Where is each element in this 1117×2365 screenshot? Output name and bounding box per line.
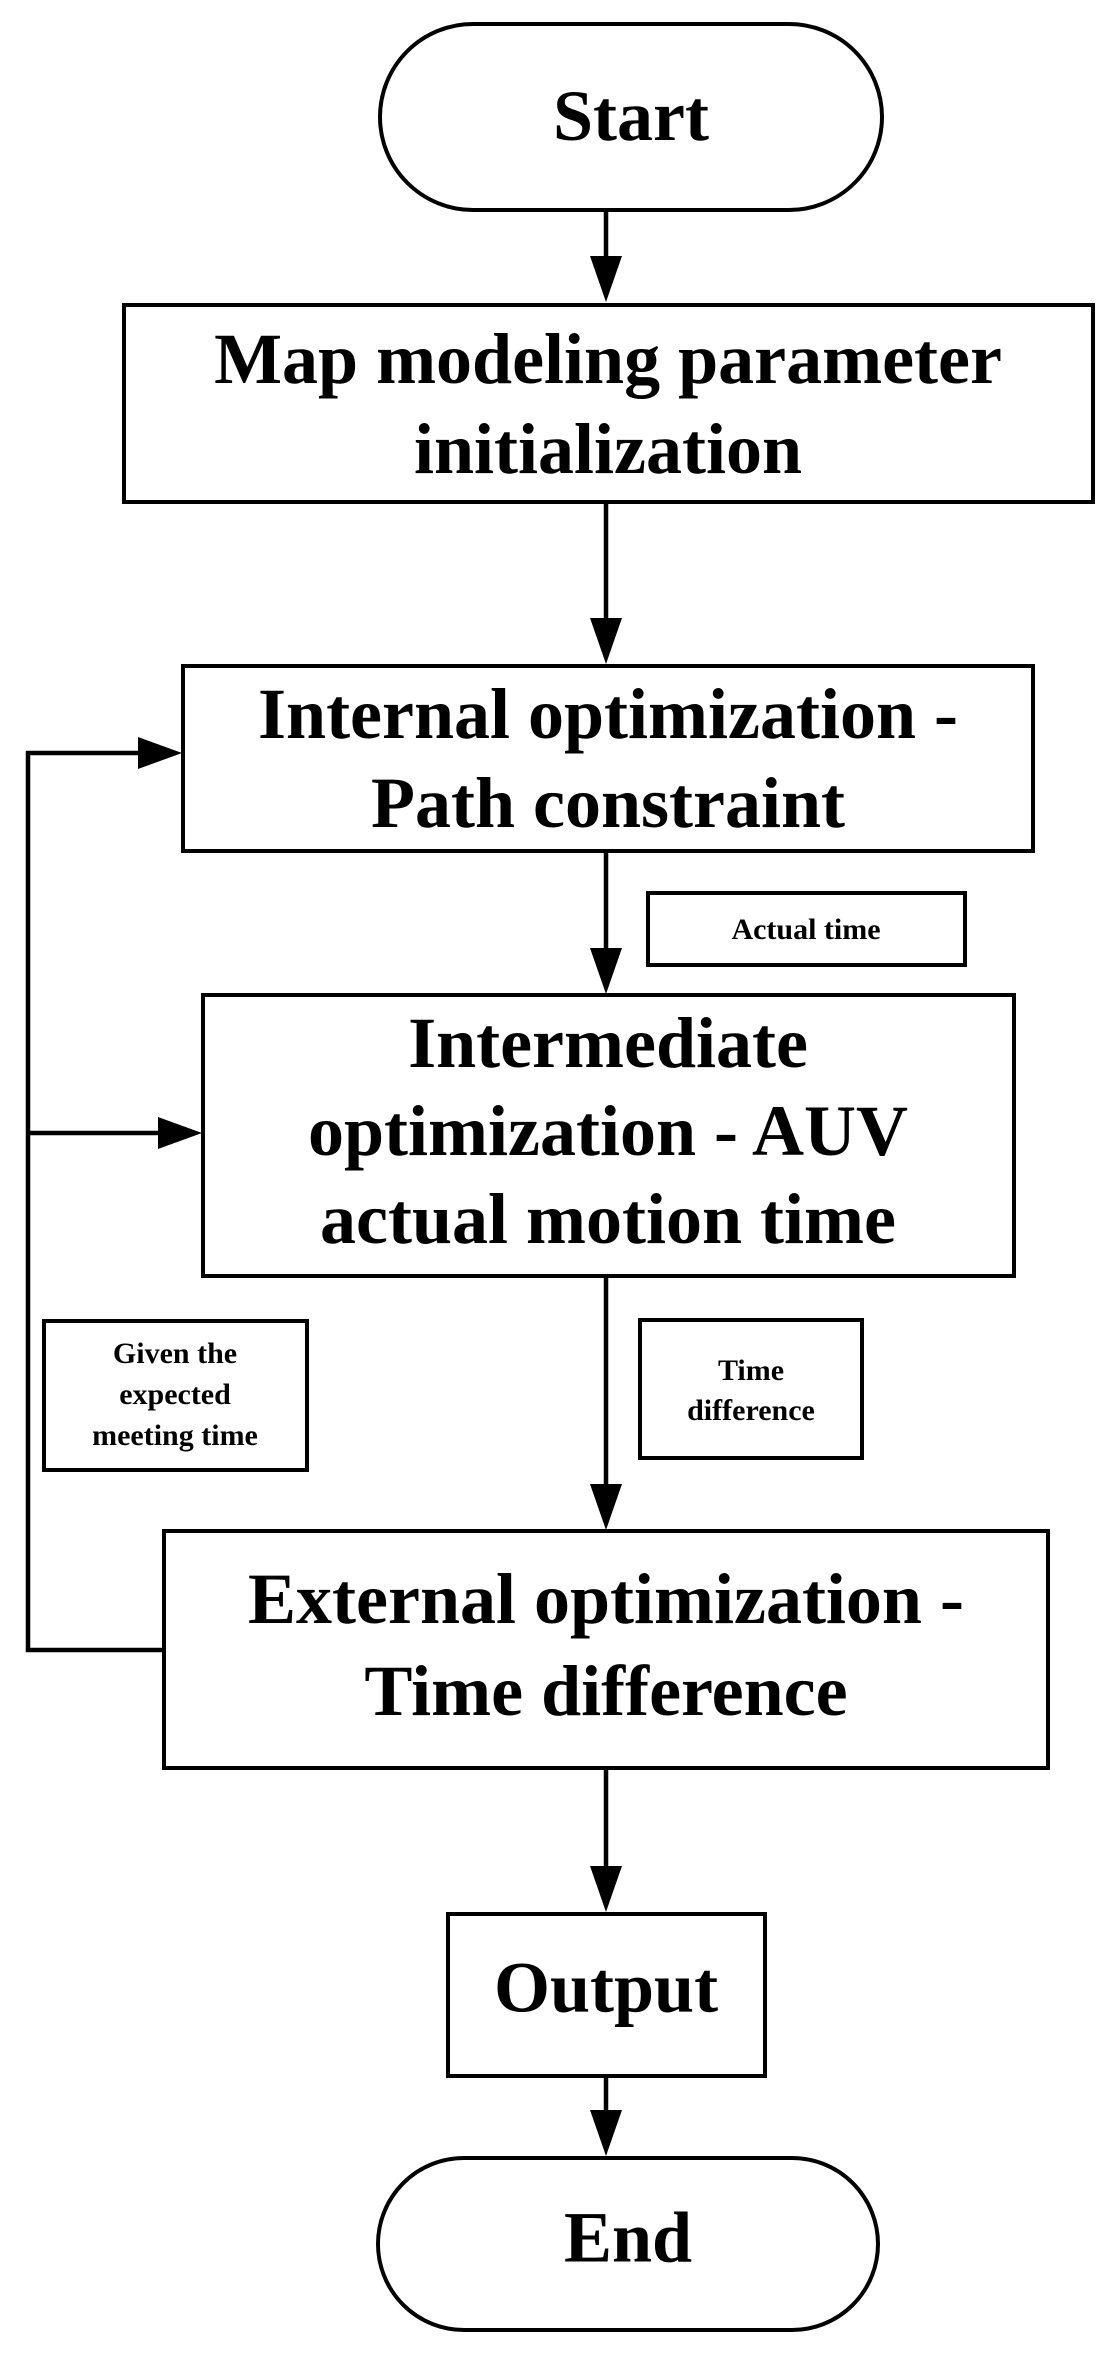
output-box: Output	[446, 1912, 767, 2078]
actual-time-label: Actual time	[731, 913, 880, 946]
map-init-box: Map modeling parameter initialization	[122, 303, 1095, 504]
internal-line-1: Internal optimization -	[258, 674, 958, 754]
end-label: End	[564, 2198, 692, 2278]
arrow-intermediate-to-external	[590, 1276, 622, 1530]
external-optimization-box: External optimization - Time difference	[162, 1529, 1050, 1770]
arrow-start-to-map	[590, 210, 622, 302]
arrow-internal-to-intermediate	[590, 851, 622, 994]
intermediate-line-3: actual motion time	[320, 1179, 896, 1259]
time-diff-note-line-2: difference	[687, 1394, 815, 1427]
time-diff-note-line-1: Time	[718, 1354, 784, 1387]
intermediate-line-1: Intermediate	[408, 1003, 808, 1083]
intermediate-line-2: optimization - AUV	[308, 1091, 908, 1171]
intermediate-optimization-box: Intermediate optimization - AUV actual m…	[201, 993, 1016, 1278]
feedback-loop	[25, 737, 202, 1653]
given-line-2: expected	[119, 1378, 231, 1411]
external-line-2: Time difference	[364, 1651, 847, 1731]
start-label: Start	[553, 76, 709, 156]
arrow-output-to-end	[590, 2076, 622, 2156]
internal-line-2: Path constraint	[371, 763, 845, 843]
given-line-3: meeting time	[92, 1419, 258, 1452]
actual-time-note: Actual time	[646, 891, 967, 967]
given-line-1: Given the	[113, 1337, 237, 1370]
end-node: End	[376, 2156, 880, 2332]
arrow-map-to-internal	[590, 502, 622, 664]
internal-optimization-box: Internal optimization - Path constraint	[181, 664, 1035, 853]
output-label: Output	[494, 1948, 718, 2028]
external-line-1: External optimization -	[248, 1559, 964, 1639]
map-init-line-2: initialization	[414, 409, 802, 489]
start-node: Start	[378, 22, 884, 212]
arrow-external-to-output	[590, 1768, 622, 1912]
time-difference-note: Time difference	[638, 1318, 864, 1460]
given-meeting-time-note: Given the expected meeting time	[42, 1319, 309, 1472]
map-init-line-1: Map modeling parameter	[214, 319, 1002, 399]
